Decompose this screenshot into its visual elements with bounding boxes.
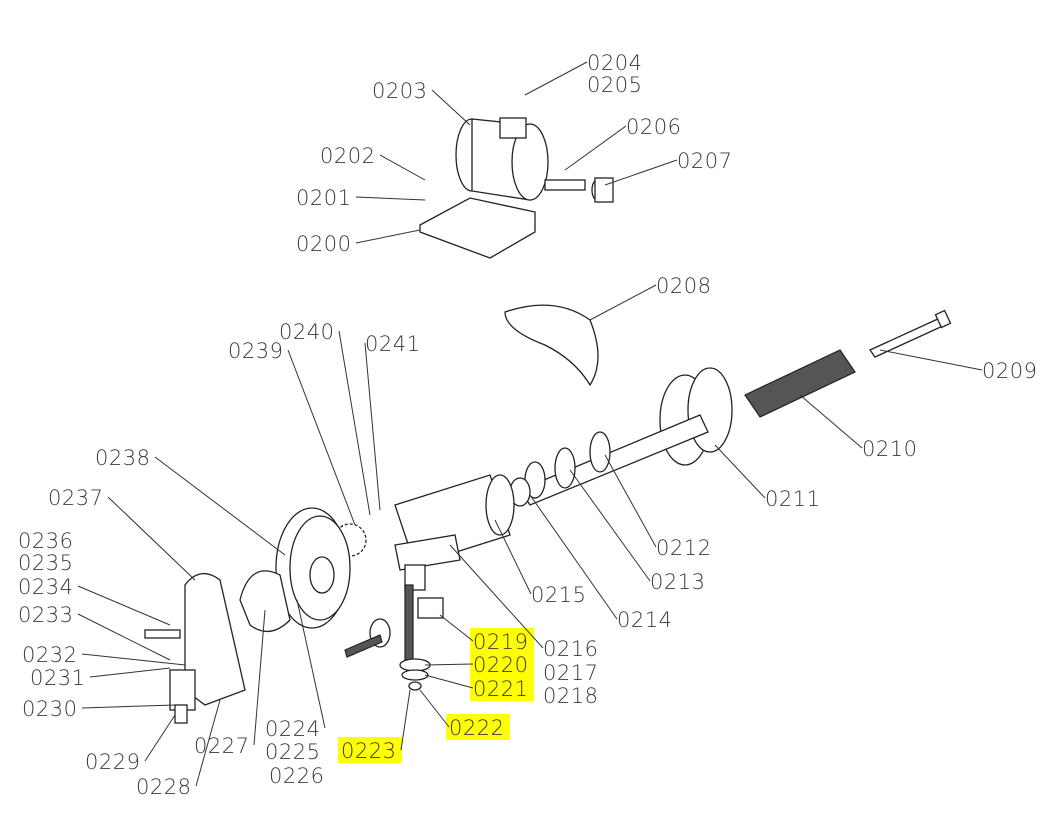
leader-line-0227 <box>253 609 266 746</box>
leader-line-0222 <box>419 689 450 728</box>
leader-line-0233 <box>77 613 171 661</box>
leader-line-0238 <box>154 456 286 556</box>
parts-drawing <box>144 117 952 724</box>
leader-line-0230 <box>81 704 176 709</box>
part-label-0202: 0202 <box>320 144 375 168</box>
leader-line-0214 <box>529 494 618 620</box>
part-label-0225: 0225 <box>265 740 320 764</box>
leader-line-0201 <box>355 196 426 201</box>
part-label-0208: 0208 <box>656 274 711 298</box>
part-label-0215: 0215 <box>531 583 586 607</box>
leader-line-0221 <box>424 674 474 689</box>
part-label-0233: 0233 <box>18 603 73 627</box>
part-label-0201: 0201 <box>296 186 351 210</box>
leader-line-0207 <box>604 159 678 186</box>
highlight-0220 <box>470 651 534 677</box>
part-label-0237: 0237 <box>48 486 103 510</box>
part-label-0235: 0235 <box>18 551 73 575</box>
leader-line-0232 <box>81 653 186 666</box>
leader-line-0219 <box>439 614 474 642</box>
part-label-0209: 0209 <box>982 359 1037 383</box>
part-label-0218: 0218 <box>543 684 598 708</box>
part-label-0200: 0200 <box>296 232 351 256</box>
leader-line-0229 <box>144 714 176 762</box>
part-label-0228: 0228 <box>136 775 191 799</box>
part-label-0212: 0212 <box>656 536 711 560</box>
leader-line-0209 <box>879 349 983 371</box>
leader-line-0206 <box>564 125 627 171</box>
leader-line-0220 <box>424 663 474 666</box>
part-label-0220: 0220 <box>473 653 528 677</box>
brake-band-part <box>239 570 291 632</box>
screw-assembly-part <box>344 584 444 691</box>
part-label-0216: 0216 <box>543 637 598 661</box>
part-label-0203: 0203 <box>372 79 427 103</box>
leader-line-0200 <box>355 229 421 244</box>
bolt-part <box>869 309 952 358</box>
part-label-0213: 0213 <box>650 570 705 594</box>
part-label-0226: 0226 <box>269 764 324 788</box>
part-label-0239: 0239 <box>228 339 283 363</box>
part-label-0206: 0206 <box>626 115 681 139</box>
highlight-0219 <box>470 628 534 654</box>
highlight-0223 <box>338 737 402 763</box>
leader-line-0203 <box>431 89 471 126</box>
shaft-pulley-part <box>509 367 733 507</box>
leader-line-0240 <box>338 330 371 516</box>
highlight-0222 <box>446 714 510 740</box>
part-label-0219: 0219 <box>473 630 528 654</box>
leader-line-0213 <box>569 469 651 582</box>
spring-part <box>744 349 856 418</box>
part-label-0221: 0221 <box>473 677 528 701</box>
motor-part <box>419 117 614 259</box>
bracket-plate-part <box>144 573 246 724</box>
part-label-0236: 0236 <box>18 529 73 553</box>
part-label-0230: 0230 <box>22 697 77 721</box>
part-label-0207: 0207 <box>677 149 732 173</box>
leader-line-0204 <box>524 61 588 96</box>
highlight-0221 <box>470 675 534 701</box>
leader-line-0241 <box>364 342 381 511</box>
part-label-0222: 0222 <box>449 716 504 740</box>
leader-line-0202 <box>379 154 426 181</box>
leader-line-0224 <box>296 599 326 729</box>
part-label-0227: 0227 <box>194 734 249 758</box>
part-label-0231: 0231 <box>30 666 85 690</box>
part-label-0205: 0205 <box>587 73 642 97</box>
leader-line-0215 <box>494 519 532 595</box>
part-label-0210: 0210 <box>862 437 917 461</box>
leader-line-0211 <box>714 444 766 499</box>
leader-line-0223 <box>400 689 411 751</box>
part-label-0224: 0224 <box>265 717 320 741</box>
part-label-0240: 0240 <box>279 320 334 344</box>
leader-line-0231 <box>89 667 171 678</box>
part-label-0223: 0223 <box>341 739 396 763</box>
leader-line-0208 <box>589 284 657 321</box>
leader-lines <box>77 61 983 787</box>
housing-part <box>394 474 515 591</box>
part-label-0232: 0232 <box>22 643 77 667</box>
belt-part <box>504 304 599 387</box>
part-label-0204: 0204 <box>587 51 642 75</box>
leader-line-0212 <box>604 454 657 548</box>
part-label-0238: 0238 <box>95 446 150 470</box>
leader-line-0216 <box>449 544 544 649</box>
part-label-0214: 0214 <box>617 608 672 632</box>
leader-line-0210 <box>799 394 863 449</box>
leader-line-0237 <box>107 496 196 581</box>
leader-line-0239 <box>287 349 356 526</box>
part-label-0234: 0234 <box>18 575 73 599</box>
highlight-layer <box>338 628 534 763</box>
part-label-0211: 0211 <box>765 487 820 511</box>
part-label-0229: 0229 <box>85 750 140 774</box>
wheel-part <box>275 507 367 629</box>
leader-line-0228 <box>195 699 221 787</box>
part-label-0241: 0241 <box>365 332 420 356</box>
leader-line-0234 <box>77 585 171 626</box>
part-label-0217: 0217 <box>543 661 598 685</box>
